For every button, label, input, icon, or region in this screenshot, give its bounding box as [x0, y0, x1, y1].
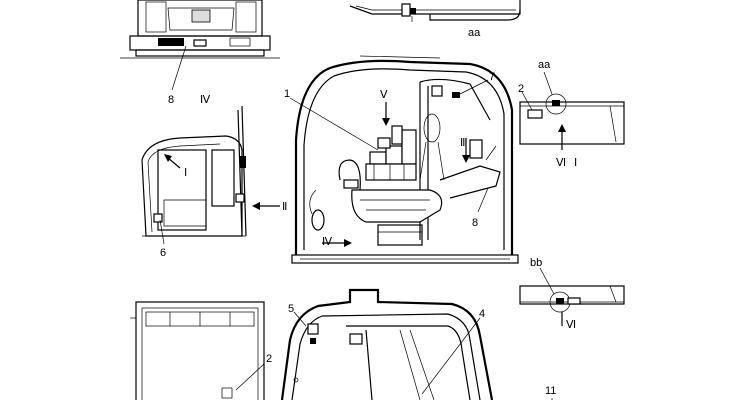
leader-aa-right [543, 71, 553, 95]
leader-4 [421, 317, 481, 395]
leader-2-right [521, 91, 533, 111]
roof-detail-bb-drawing [519, 285, 625, 313]
label-roman-iv-top: Ⅳ [200, 94, 211, 106]
label-aa-top: aa [468, 27, 481, 39]
label-aa-right: aa [538, 59, 551, 71]
label-7: 7 [489, 71, 495, 83]
label-roman-vi-right: Ⅵ [556, 157, 566, 169]
rear-view-drawing [120, 0, 280, 91]
label-8-left: 8 [168, 94, 174, 106]
label-roman-ii: Ⅱ [282, 201, 287, 213]
label-roman-v: Ⅴ [380, 89, 388, 101]
label-2-right: 2 [518, 83, 524, 95]
label-4: 4 [479, 308, 485, 320]
label-6: 6 [160, 247, 166, 259]
label-roman-vi-bottom: Ⅵ [566, 319, 576, 331]
roof-detail-aa-drawing [519, 93, 625, 145]
label-bb: bb [530, 257, 542, 269]
leader-2-bottom [235, 363, 265, 391]
cab-interior-drawing [291, 55, 519, 264]
label-2-bottom: 2 [266, 353, 272, 365]
leader-7 [459, 79, 489, 95]
label-1: 1 [284, 88, 290, 100]
label-11: 11 [545, 385, 556, 397]
label-roman-i-door: Ⅰ [184, 167, 187, 179]
leader-5 [293, 311, 307, 327]
label-roman-i-right: Ⅰ [574, 157, 577, 169]
door-view-drawing [141, 105, 247, 237]
label-roman-iii: Ⅲ [460, 137, 468, 149]
arrow-i-door [167, 157, 181, 169]
leader-6 [159, 219, 165, 245]
leader-bb [539, 267, 555, 295]
window-frame-drawing [130, 301, 265, 403]
front-view-drawing [280, 288, 494, 401]
leader-8-center [477, 187, 489, 213]
handrail-drawing [349, 0, 521, 22]
leader-1 [289, 97, 379, 151]
label-5: 5 [288, 303, 294, 315]
label-8-center: 8 [472, 217, 478, 229]
label-roman-iv-arrow: Ⅳ [322, 236, 333, 248]
